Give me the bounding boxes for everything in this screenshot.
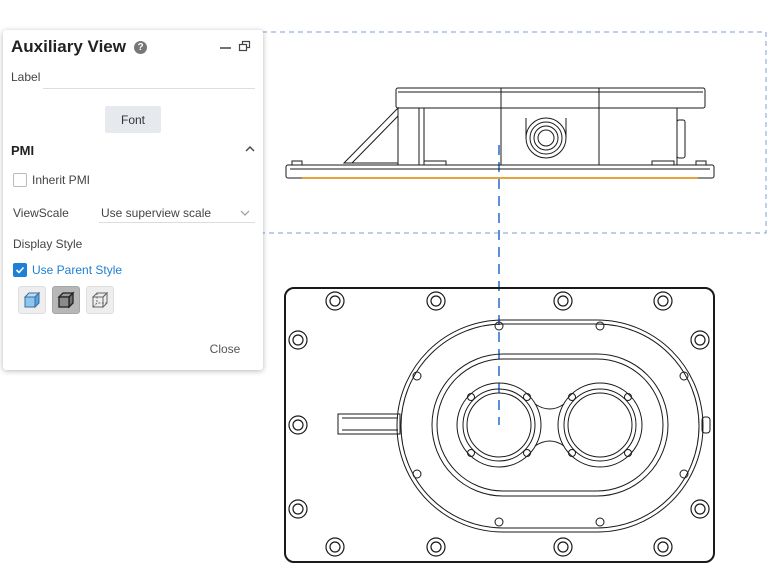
- left-bore[interactable]: [456, 382, 542, 468]
- panel-title: Auxiliary View: [11, 37, 126, 56]
- chevron-up-icon[interactable]: [243, 142, 257, 156]
- use-parent-style-label: Use Parent Style: [32, 263, 123, 277]
- wireframe-style-button[interactable]: [86, 286, 114, 314]
- shaded-with-edges-style-button[interactable]: [52, 286, 80, 314]
- restore-window-icon[interactable]: [238, 38, 252, 54]
- top-view[interactable]: [284, 287, 715, 563]
- auxiliary-view-panel: Auxiliary View ? Label Font PMI Inherit …: [3, 30, 263, 370]
- right-bore[interactable]: [557, 382, 643, 468]
- font-button[interactable]: Font: [105, 106, 161, 133]
- shaded-style-button[interactable]: [18, 286, 46, 314]
- label-field-label: Label: [11, 70, 41, 84]
- pmi-section-title: PMI: [11, 143, 35, 158]
- auxiliary-view-frame[interactable]: [261, 31, 767, 234]
- wireframe-style-icon: [91, 291, 109, 309]
- use-parent-style-checkbox[interactable]: [13, 263, 27, 277]
- inherit-pmi-checkbox[interactable]: [13, 173, 27, 187]
- shaded-style-icon: [23, 291, 41, 309]
- help-icon[interactable]: ?: [134, 41, 147, 54]
- display-style-label: Display Style: [13, 237, 83, 251]
- auxiliary-side-view[interactable]: [285, 87, 715, 179]
- viewscale-selected-value: Use superview scale: [101, 206, 212, 220]
- close-button[interactable]: Close: [203, 339, 247, 359]
- label-input[interactable]: [43, 68, 255, 89]
- chevron-down-icon: [239, 206, 251, 218]
- checkmark-icon: [15, 266, 25, 274]
- viewscale-label: ViewScale: [13, 206, 69, 220]
- inherit-pmi-label: Inherit PMI: [32, 173, 91, 187]
- viewscale-select[interactable]: Use superview scale: [99, 202, 255, 223]
- shaded-with-edges-style-icon: [57, 291, 75, 309]
- minimize-icon[interactable]: [219, 38, 233, 54]
